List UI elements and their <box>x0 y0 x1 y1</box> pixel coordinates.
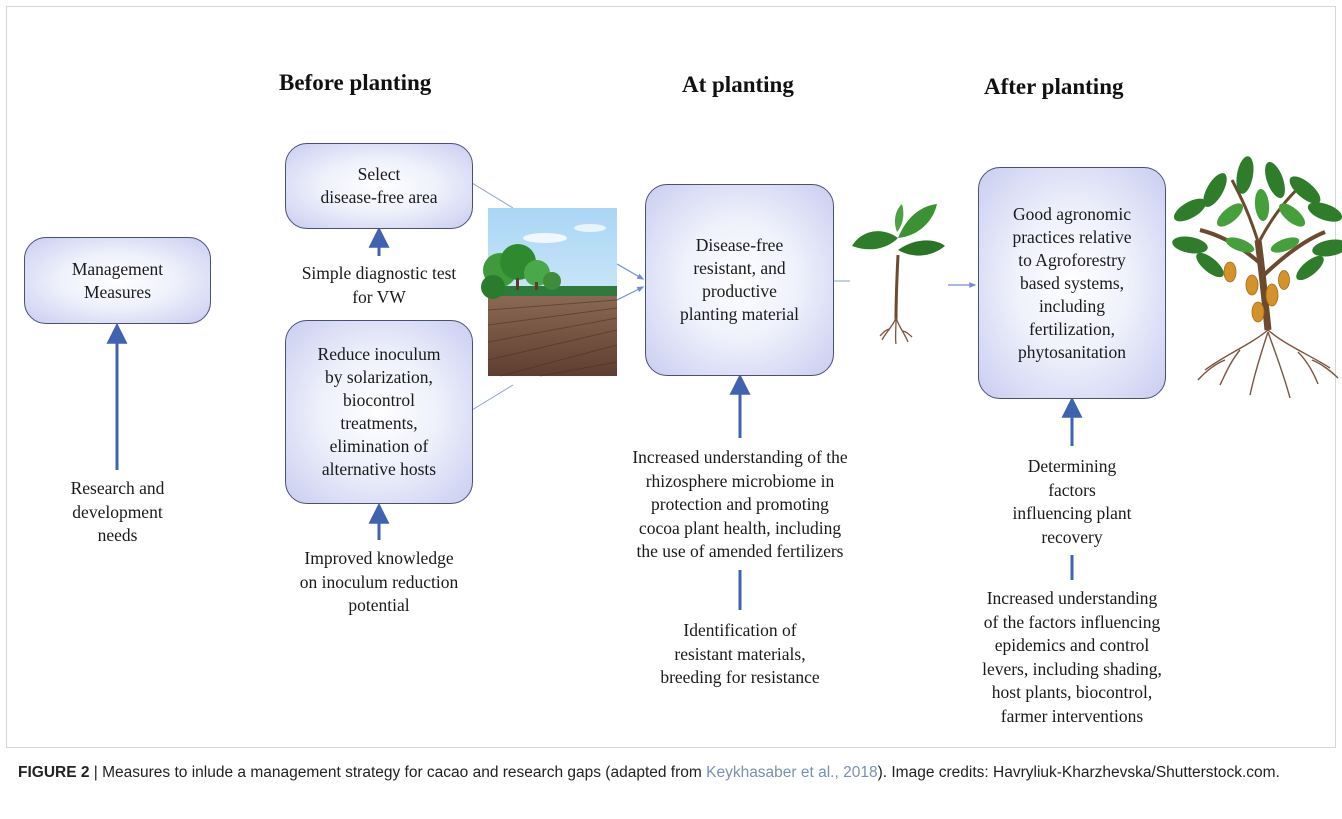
select-area-box: Select disease-free area <box>285 143 473 229</box>
cacao-tree-image <box>1172 156 1342 399</box>
box-line: based systems, <box>1019 272 1125 293</box>
caption-separator: | <box>89 764 103 781</box>
note-line: Simple diagnostic test <box>301 263 457 283</box>
figure-caption: FIGURE 2 | Measures to inlude a manageme… <box>18 762 1328 784</box>
box-line: phytosanitation <box>1018 341 1126 362</box>
note-line: levers, including shading, <box>982 658 1162 679</box>
box-line: Good agronomic <box>1012 203 1132 224</box>
note-line: Increased understanding <box>986 588 1158 608</box>
box-line: alternative hosts <box>321 459 437 479</box>
box-line: including <box>1038 295 1106 316</box>
diagnostic-test-note: Simple diagnostic test for VW <box>270 262 488 309</box>
note-line: farmer interventions <box>1000 705 1144 726</box>
phase-heading-before: Before planting <box>279 70 432 95</box>
note-line: the use of amended fertilizers <box>636 541 844 561</box>
note-line: cocoa plant health, including <box>638 517 842 538</box>
epidemics-note: Increased understanding of the factors i… <box>945 587 1199 728</box>
note-line: resistant materials, <box>674 643 806 664</box>
box-line: Measures <box>83 281 152 302</box>
note-line: recovery <box>1041 526 1103 547</box>
box-line: to Agroforestry <box>1018 249 1126 270</box>
plant-recovery-note: Determining factors influencing plant re… <box>980 455 1164 549</box>
inoculum-knowledge-note: Improved knowledge on inoculum reduction… <box>270 547 488 618</box>
arrow-field-to-material-2 <box>616 286 645 301</box>
research-needs-note: Research and development needs <box>30 477 205 548</box>
note-line: needs <box>97 525 138 545</box>
field-landscape-image <box>481 208 618 377</box>
box-line: disease-free area <box>320 187 438 207</box>
box-line: practices relative <box>1012 226 1132 247</box>
diagram-canvas <box>106 156 1342 610</box>
caption-text: Measures to inlude a management strategy… <box>102 764 707 781</box>
planting-material-box: Disease-free resistant, and productive p… <box>645 184 834 376</box>
note-line: Increased understanding of the <box>632 447 848 467</box>
rhizosphere-note: Increased understanding of the rhizosphe… <box>600 446 880 564</box>
note-line: development <box>72 501 163 522</box>
box-line: Select <box>357 164 401 184</box>
caption-credits: ). Image credits: Havryliuk-Kharzhevska/… <box>877 764 1280 781</box>
note-line: potential <box>348 595 410 615</box>
note-line: rhizosphere microbiome in <box>645 470 835 491</box>
box-line: biocontrol <box>343 390 415 410</box>
box-line: Disease-free <box>695 235 784 255</box>
note-line: influencing plant <box>1012 503 1132 523</box>
note-line: of the factors influencing <box>983 611 1161 632</box>
box-line: Management <box>71 258 164 279</box>
box-line: resistant, and <box>693 258 786 278</box>
box-line: productive <box>702 281 777 301</box>
phase-heading-after: After planting <box>984 74 1124 99</box>
note-line: Determining <box>1027 456 1117 476</box>
note-line: on inoculum reduction <box>299 571 459 592</box>
box-line: fertilization, <box>1028 318 1115 339</box>
caption-reference-link[interactable]: Keykhasaber et al., 2018 <box>706 764 878 781</box>
box-line: elimination of <box>329 436 429 456</box>
box-line: planting material <box>679 304 800 324</box>
figure-frame <box>6 6 1336 748</box>
management-measures-box: Management Measures <box>24 237 211 324</box>
note-line: factors <box>1048 479 1096 500</box>
note-line: for VW <box>352 286 406 307</box>
connector-reduce-to-field <box>471 384 514 411</box>
resistant-materials-note: Identification of resistant materials, b… <box>610 619 870 690</box>
note-line: breeding for resistance <box>660 667 820 687</box>
note-line: Identification of <box>683 620 797 640</box>
box-line: Reduce inoculum <box>317 344 441 364</box>
seedling-image <box>852 204 945 345</box>
reduce-inoculum-box: Reduce inoculum by solarization, biocont… <box>285 320 473 504</box>
agronomic-practices-box: Good agronomic practices relative to Agr… <box>978 167 1166 399</box>
note-line: protection and promoting <box>651 494 829 514</box>
arrow-field-to-material-1 <box>616 263 645 280</box>
phase-heading-at: At planting <box>682 72 794 97</box>
caption-label: FIGURE 2 <box>18 764 90 781</box>
box-line: by solarization, <box>325 367 433 387</box>
connector-select-to-field <box>471 182 514 209</box>
note-line: host plants, biocontrol, <box>991 682 1153 702</box>
note-line: Research and <box>70 478 165 498</box>
box-line: treatments, <box>340 413 418 433</box>
note-line: Improved knowledge <box>304 548 454 568</box>
note-line: epidemics and control <box>994 635 1150 655</box>
